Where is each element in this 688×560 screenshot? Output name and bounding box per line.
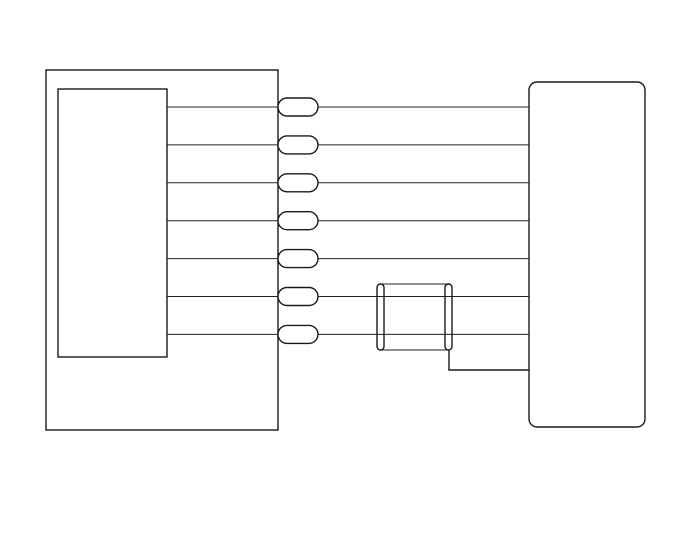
connector-7 [277,324,319,345]
shield-left-end [376,283,385,351]
shield-right-end [444,283,453,351]
shield [376,283,529,371]
connector-1 [277,97,319,117]
connector-5 [277,248,319,269]
connector-4 [277,210,319,231]
wires-group [167,106,529,335]
connector-6 [277,286,319,307]
connectors-group [277,97,319,345]
connector-2 [277,135,319,155]
connector-3 [277,173,319,193]
left-unit-enclosure [45,69,279,431]
right-unit-enclosure [528,81,646,428]
left-unit-inner-module [57,88,168,358]
shield-drain-wire [448,350,529,371]
